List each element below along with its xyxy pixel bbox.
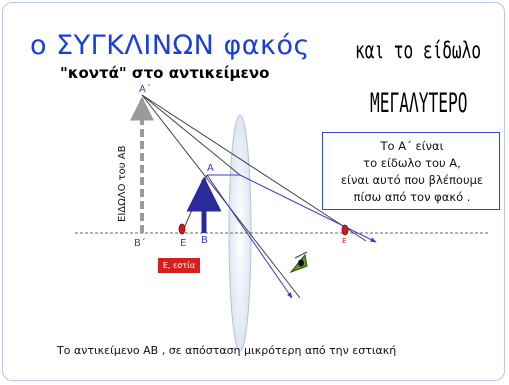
eye-icon (289, 251, 308, 274)
info-line-2: το είδωλο του Α, (363, 156, 461, 170)
label-b-prime: Β΄ (134, 237, 146, 249)
label-focus-right: Ε (342, 237, 346, 245)
ray-image-to-lens (141, 94, 241, 176)
focus-point-right (341, 224, 349, 236)
info-box: Το Α΄ είναι το είδωλο του Α, είναι αυτό … (322, 132, 500, 210)
info-line-1: Το Α΄ είναι (380, 139, 444, 153)
focus-label: Ε, εστία (158, 258, 200, 273)
slide-title: ο ΣΥΓΚΛΙΝΩΝ φακός (30, 30, 310, 61)
focus-point-left (178, 223, 186, 235)
slide-frame (2, 2, 505, 381)
info-line-3: είναι αυτό που βλέπουμε (340, 173, 484, 187)
info-line-4: πίσω από τον φακό . (353, 190, 471, 204)
label-image: ΕΙΔΩΛΟ του ΑΒ (117, 145, 128, 222)
caption: Το αντικείμενο ΑΒ , σε απόσταση μικρότερ… (57, 344, 397, 357)
slide-subtitle: "κοντά" στο αντικείμενο (60, 64, 270, 82)
ray-image-to-right-focus (141, 94, 367, 242)
ray-refracted-1 (239, 174, 377, 243)
label-b: Β (201, 235, 208, 246)
label-a-prime: Α΄ (139, 83, 151, 95)
right-heading-2: ΜΕΓΑΛΥΤΕΡΟ (370, 88, 468, 119)
right-heading-1: και το είδωλο (355, 38, 482, 64)
label-focus-left: Ε (180, 238, 186, 249)
label-a: Α (207, 163, 214, 174)
